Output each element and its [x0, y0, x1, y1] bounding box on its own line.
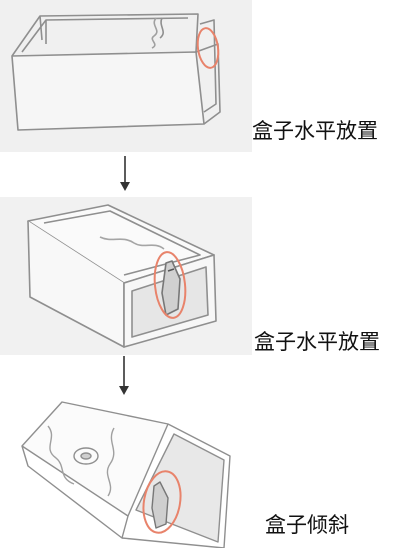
- step-1-label: 盒子水平放置: [252, 119, 378, 143]
- down-arrow-icon: [119, 356, 129, 395]
- box-level-illustration-2: [0, 197, 252, 355]
- step-3-label: 盒子倾斜: [265, 513, 349, 537]
- down-arrow-icon: [120, 156, 130, 191]
- box-tilted-illustration: [18, 398, 250, 548]
- step-2-label: 盒子水平放置: [254, 330, 380, 354]
- box-level-illustration-1: [0, 0, 252, 152]
